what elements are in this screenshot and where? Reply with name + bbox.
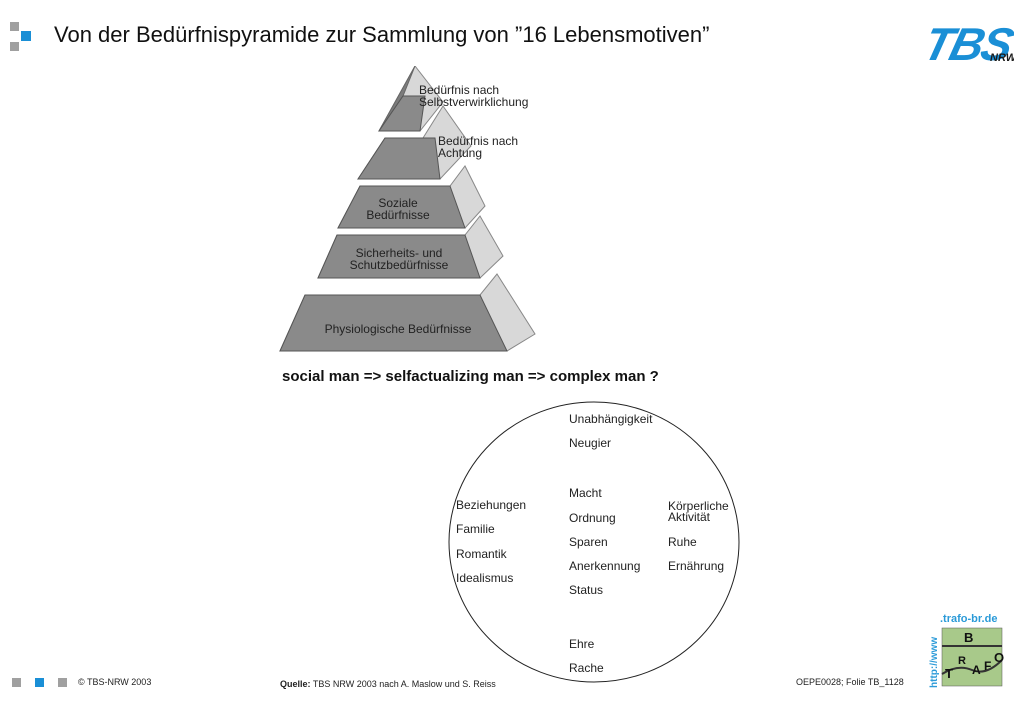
pyramid-level-sicherheit: [317, 215, 504, 279]
trafo-br-badge[interactable]: .trafo-br.de http://www B T R A F O: [928, 612, 1014, 692]
maslow-pyramid: Bedürfnis nach Selbstverwirklichung Bedü…: [279, 66, 536, 352]
logo-subtext: NRW: [990, 52, 1014, 64]
motive-left-2: Familie: [456, 522, 495, 536]
motive-right-4: Ernährung: [668, 559, 725, 573]
motive-bottom-2: Rache: [569, 661, 604, 675]
motives-circle: [448, 401, 740, 683]
motive-center-3: Sparen: [569, 535, 608, 549]
slide-title: Von der Bedürfnispyramide zur Sammlung v…: [54, 22, 710, 47]
level5-line2: Selbstverwirklichung: [419, 95, 528, 109]
level3-line1: Soziale: [378, 196, 418, 210]
badge-url: .trafo-br.de: [940, 613, 997, 625]
pyramid-level-physiologisch: [279, 273, 536, 352]
title-bullet-icon: [10, 22, 31, 51]
motive-center-5: Status: [569, 583, 604, 597]
footer-square-1: [12, 678, 21, 687]
badge-letter-r: R: [958, 655, 966, 667]
footer-square-3: [58, 678, 67, 687]
motive-right-2: Aktivität: [668, 510, 711, 524]
pyramid-level-achtung: [357, 105, 472, 180]
badge-letter-f: F: [984, 659, 991, 673]
footer-slide-id: OEPE0028; Folie TB_1128: [796, 677, 904, 687]
footer-source-text: TBS NRW 2003 nach A. Maslow und S. Reiss: [312, 679, 496, 689]
level5-line1: Bedürfnis nach: [419, 83, 499, 97]
logo-text: TBS: [919, 19, 1014, 66]
motive-left-4: Idealismus: [456, 571, 514, 585]
badge-letter-t: T: [945, 666, 953, 681]
motive-left-1: Beziehungen: [456, 498, 527, 512]
motive-top-1: Unabhängigkeit: [569, 412, 653, 426]
motive-left-3: Romantik: [456, 547, 507, 561]
pyramid-level-soziale: [337, 165, 486, 229]
badge-letter-o: O: [994, 650, 1004, 665]
motive-right-1: Körperliche: [668, 499, 729, 513]
motive-center-1: Macht: [569, 486, 602, 500]
pyramid-level-selbstverwirklichung: [378, 66, 444, 132]
badge-letter-a: A: [972, 663, 981, 677]
level2-line1: Sicherheits- und: [356, 246, 443, 260]
level2-line2: Schutzbedürfnisse: [350, 258, 449, 272]
motive-center-2: Ordnung: [569, 511, 616, 525]
footer-source: Quelle: TBS NRW 2003 nach A. Maslow und …: [280, 679, 496, 689]
level3-line2: Bedürfnisse: [366, 208, 430, 222]
level4-line1: Bedürfnis nach: [438, 134, 518, 148]
badge-prefix: http://www: [929, 637, 940, 688]
motive-right-3: Ruhe: [668, 535, 697, 549]
motive-top-2: Neugier: [569, 436, 612, 450]
tagline: social man => selfactualizing man => com…: [282, 368, 659, 385]
tbs-nrw-logo: TBS NRW: [919, 19, 1014, 66]
footer-copyright: © TBS-NRW 2003: [78, 677, 152, 687]
badge-letter-b: B: [964, 630, 973, 645]
footer-square-2: [35, 678, 44, 687]
level1-line1: Physiologische Bedürfnisse: [325, 322, 472, 336]
motive-center-4: Anerkennung: [569, 559, 641, 573]
footer-source-label: Quelle:: [280, 679, 311, 689]
level4-line2: Achtung: [438, 146, 482, 160]
motive-bottom-1: Ehre: [569, 637, 595, 651]
